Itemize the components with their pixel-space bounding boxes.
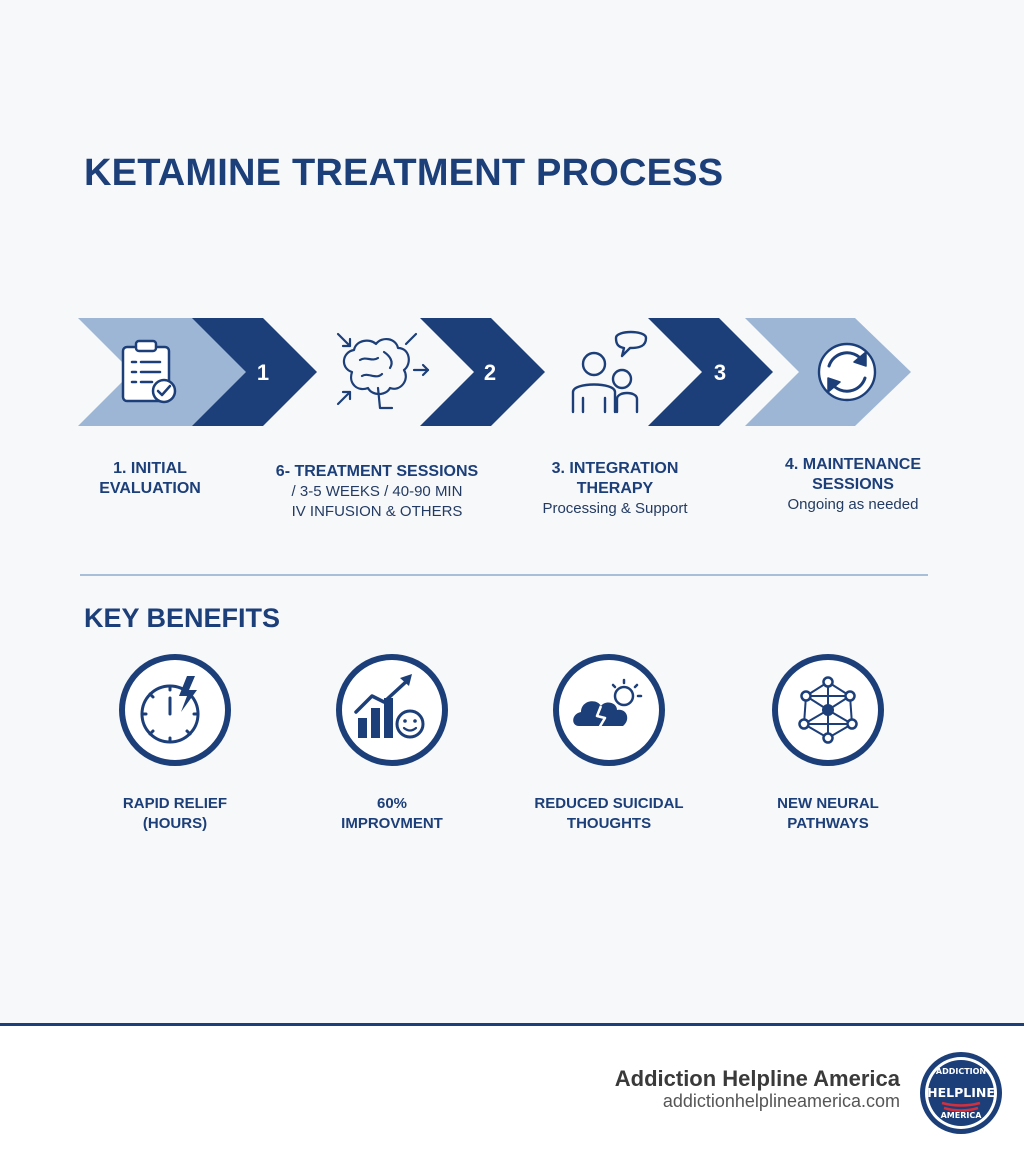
logo-middle-text: HELPLINE [927, 1085, 995, 1100]
step-3-title-line-1: 3. INTEGRATION [551, 460, 679, 477]
benefit-3-label-line-1: REDUCED SUICIDAL [534, 795, 684, 812]
logo-bottom-text: AMERICA [941, 1111, 983, 1120]
benefit-2-label-line-1: 60% [376, 795, 408, 812]
brand-name: Addiction Helpline America [614, 1066, 900, 1091]
refresh-cycle-icon [817, 342, 877, 402]
step-2-subtitle-line-1: / 3-5 WEEKS / 40-90 MIN [291, 483, 463, 500]
brand-url[interactable]: addictionhelplineamerica.com [662, 1091, 900, 1111]
step-3-subtitle: Processing & Support [542, 500, 688, 517]
benefit-improvement: 60% IMPROVMENT [302, 652, 482, 834]
section-divider [80, 574, 928, 576]
benefit-reduced-suicidal-thoughts: REDUCED SUICIDAL THOUGHTS [519, 652, 699, 834]
benefit-4-label-line-1: NEW NEURAL [777, 795, 879, 812]
step-4-title-line-2: SESSIONS [812, 476, 894, 493]
step-2-subtitle-line-2: IV INFUSION & OTHERS [291, 503, 463, 520]
step-4-subtitle: Ongoing as needed [787, 496, 919, 513]
benefits-title: KEY BENEFITS [84, 603, 281, 633]
benefit-4-label-line-2: PATHWAYS [787, 815, 869, 832]
helpline-america-logo: ADDICTION HELPLINE AMERICA [920, 1052, 1002, 1134]
step-4-label: 4. MAINTENANCE SESSIONS Ongoing as neede… [753, 455, 953, 515]
step-2-title: 6- TREATMENT SESSIONS [275, 463, 479, 480]
step-1-title-line-1: 1. INITIAL [113, 460, 187, 477]
step-2-chevron-dark [420, 318, 545, 426]
benefit-1-label-line-2: (HOURS) [142, 815, 208, 832]
clipboard-check-icon [121, 339, 177, 404]
step-2-label: 6- TREATMENT SESSIONS / 3-5 WEEKS / 40-9… [252, 462, 502, 522]
benefit-new-neural-pathways: NEW NEURAL PATHWAYS [738, 652, 918, 834]
step-3-label: 3. INTEGRATION THERAPY Processing & Supp… [515, 459, 715, 519]
page-title: KETAMINE TREATMENT PROCESS [84, 152, 724, 194]
benefit-rapid-relief: RAPID RELIEF (HOURS) [85, 652, 265, 834]
step-2-number: 2 [483, 360, 497, 385]
benefit-3-label-line-2: THOUGHTS [566, 815, 652, 832]
step-3-title-line-2: THERAPY [576, 480, 654, 497]
benefit-1-label-line-1: RAPID RELIEF [122, 795, 228, 812]
logo-top-text: ADDICTION [936, 1067, 986, 1076]
step-1-number: 1 [256, 360, 270, 385]
process-flow [78, 318, 911, 426]
chart-smiley-icon [336, 654, 448, 766]
footer-divider [0, 1023, 1024, 1026]
step-1-chevron-dark [192, 318, 317, 426]
stopwatch-lightning-icon [119, 654, 231, 766]
brain-icon [336, 332, 430, 410]
benefit-2-label-line-2: IMPROVMENT [341, 815, 443, 832]
footer [0, 1026, 1024, 1154]
step-1-title-line-2: EVALUATION [99, 480, 201, 497]
step-1-label: 1. INITIAL EVALUATION [70, 459, 230, 499]
people-speech-icon [571, 330, 648, 414]
cloud-sun-icon [553, 654, 665, 766]
step-3-chevron-dark [648, 318, 773, 426]
neural-network-icon [772, 654, 884, 766]
step-4-title-line-1: 4. MAINTENANCE [784, 456, 921, 473]
step-3-number: 3 [713, 360, 727, 385]
